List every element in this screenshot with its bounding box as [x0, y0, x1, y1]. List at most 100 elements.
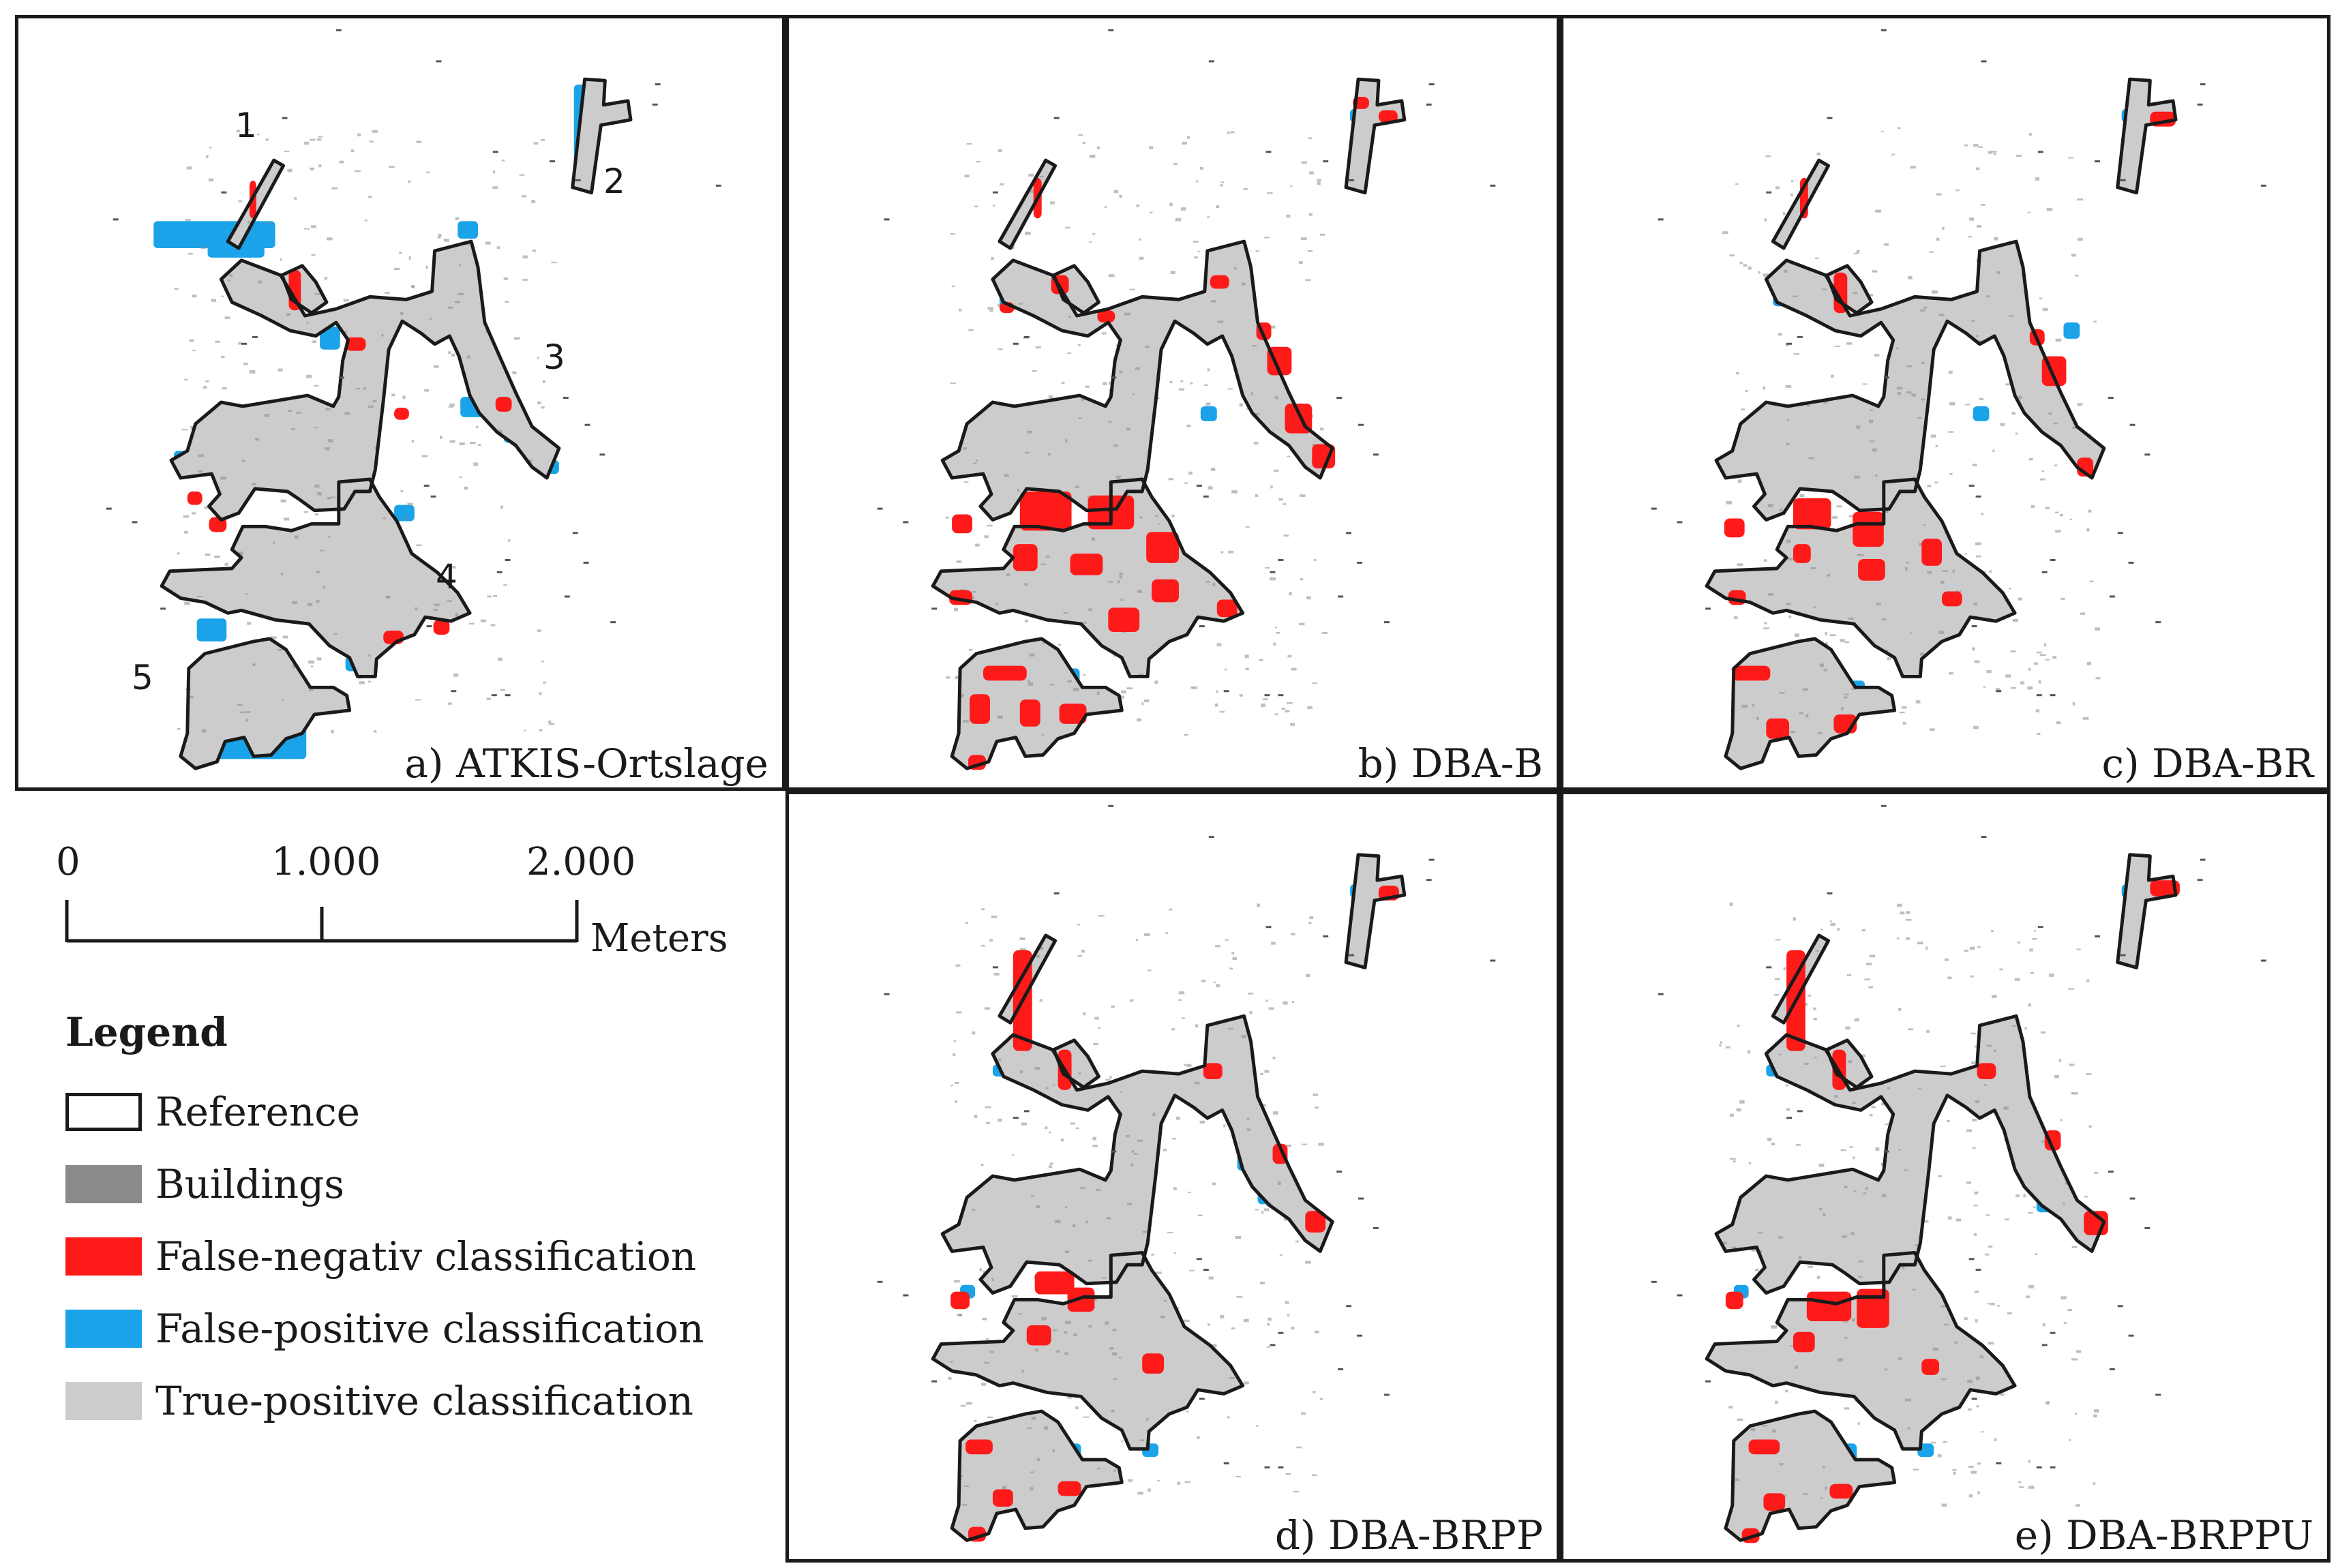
building-mark — [1836, 505, 1842, 508]
building-mark — [1111, 1352, 1118, 1356]
building-mark — [1301, 1143, 1308, 1145]
building-mark — [1220, 181, 1225, 183]
building-mark — [355, 387, 361, 390]
building-mark — [290, 427, 296, 430]
building-mark — [1827, 574, 1831, 577]
building-mark — [2071, 1358, 2078, 1361]
building-mark — [1786, 602, 1791, 605]
building-mark — [2088, 1125, 2092, 1128]
scattered-building — [2036, 1466, 2042, 1468]
building-mark — [1904, 567, 1908, 571]
building-mark — [1971, 1061, 1975, 1064]
building-mark — [1181, 207, 1186, 211]
building-mark — [1853, 252, 1859, 254]
scattered-building — [241, 342, 248, 345]
building-mark — [1850, 1232, 1855, 1235]
scattered-building — [1658, 993, 1664, 995]
building-mark — [1737, 1418, 1743, 1421]
building-mark — [1272, 1056, 1276, 1059]
building-mark — [368, 680, 371, 683]
building-mark — [1970, 1471, 1977, 1474]
scattered-building — [2120, 954, 2126, 956]
building-mark — [1778, 333, 1782, 336]
building-mark — [2075, 1350, 2082, 1353]
building-mark — [1305, 1261, 1311, 1264]
building-mark — [209, 147, 212, 149]
building-mark — [2020, 681, 2025, 684]
building-mark — [1908, 1028, 1914, 1031]
scattered-building — [1677, 521, 1683, 524]
building-mark — [1825, 642, 1829, 646]
building-mark — [1790, 193, 1793, 196]
building-mark — [1900, 911, 1905, 915]
southeast-settlement-polygon-outline — [1705, 477, 2017, 678]
building-mark — [1192, 686, 1198, 689]
building-mark — [224, 316, 230, 319]
building-mark — [2041, 1141, 2048, 1143]
building-mark — [1040, 563, 1047, 565]
building-mark — [953, 1053, 956, 1056]
building-mark — [1977, 1491, 1980, 1494]
building-mark — [433, 609, 438, 612]
scattered-building — [335, 29, 342, 31]
building-mark — [1822, 288, 1827, 290]
building-mark — [256, 134, 260, 136]
area-1-polygon-fill — [999, 160, 1055, 249]
building-mark — [1918, 1087, 1921, 1090]
area-1-polygon-outline — [1771, 158, 1831, 250]
building-mark — [1301, 1412, 1306, 1415]
building-mark — [1034, 1348, 1039, 1352]
building-mark — [1807, 404, 1811, 407]
building-mark — [1861, 929, 1865, 932]
panel-label-b: b) DBA-B — [1353, 742, 1547, 785]
scattered-building — [583, 561, 589, 564]
building-mark — [1973, 1233, 1977, 1236]
building-mark — [1785, 1084, 1789, 1087]
building-mark — [2089, 580, 2094, 583]
false-negative-patch — [1108, 607, 1140, 633]
building-mark — [1019, 937, 1025, 940]
building-mark — [1244, 654, 1249, 659]
building-mark — [1042, 642, 1046, 644]
false-negative-patch — [187, 491, 203, 505]
building-mark — [205, 553, 211, 556]
building-mark — [245, 719, 248, 722]
building-mark — [201, 729, 207, 733]
building-mark — [1767, 504, 1773, 507]
building-mark — [1775, 939, 1781, 941]
building-mark — [237, 552, 243, 556]
building-mark — [1152, 1113, 1156, 1117]
false-negative-patch — [1793, 1331, 1815, 1353]
building-mark — [2015, 1194, 2020, 1198]
building-mark — [1130, 1163, 1134, 1166]
scattered-building — [1651, 1280, 1657, 1283]
building-mark — [1308, 137, 1313, 139]
building-mark — [1024, 231, 1031, 235]
building-mark — [2071, 254, 2076, 257]
building-mark — [1812, 606, 1816, 608]
building-mark — [1975, 1319, 1978, 1323]
building-mark — [1113, 190, 1119, 194]
scattered-building — [1346, 1305, 1352, 1308]
building-mark — [1175, 1116, 1180, 1120]
building-mark — [1972, 647, 1975, 651]
building-mark — [1267, 192, 1273, 194]
building-mark — [1108, 421, 1112, 423]
building-mark — [2077, 403, 2083, 406]
building-mark — [385, 292, 390, 294]
building-mark — [294, 535, 299, 539]
building-mark — [1216, 690, 1218, 693]
area-2-polygon-fill — [1346, 854, 1405, 968]
scattered-building — [1208, 60, 1214, 63]
building-mark — [2012, 618, 2019, 622]
building-mark — [1113, 444, 1118, 447]
building-mark — [1144, 933, 1150, 937]
southeast-settlement-polygon-fill — [1707, 1252, 2015, 1449]
building-mark — [1737, 479, 1742, 483]
building-mark — [2078, 237, 2083, 241]
building-mark — [211, 299, 217, 302]
building-mark — [1874, 354, 1880, 357]
building-mark — [1748, 1162, 1752, 1164]
building-mark — [1978, 340, 1982, 343]
building-mark — [1261, 704, 1266, 707]
